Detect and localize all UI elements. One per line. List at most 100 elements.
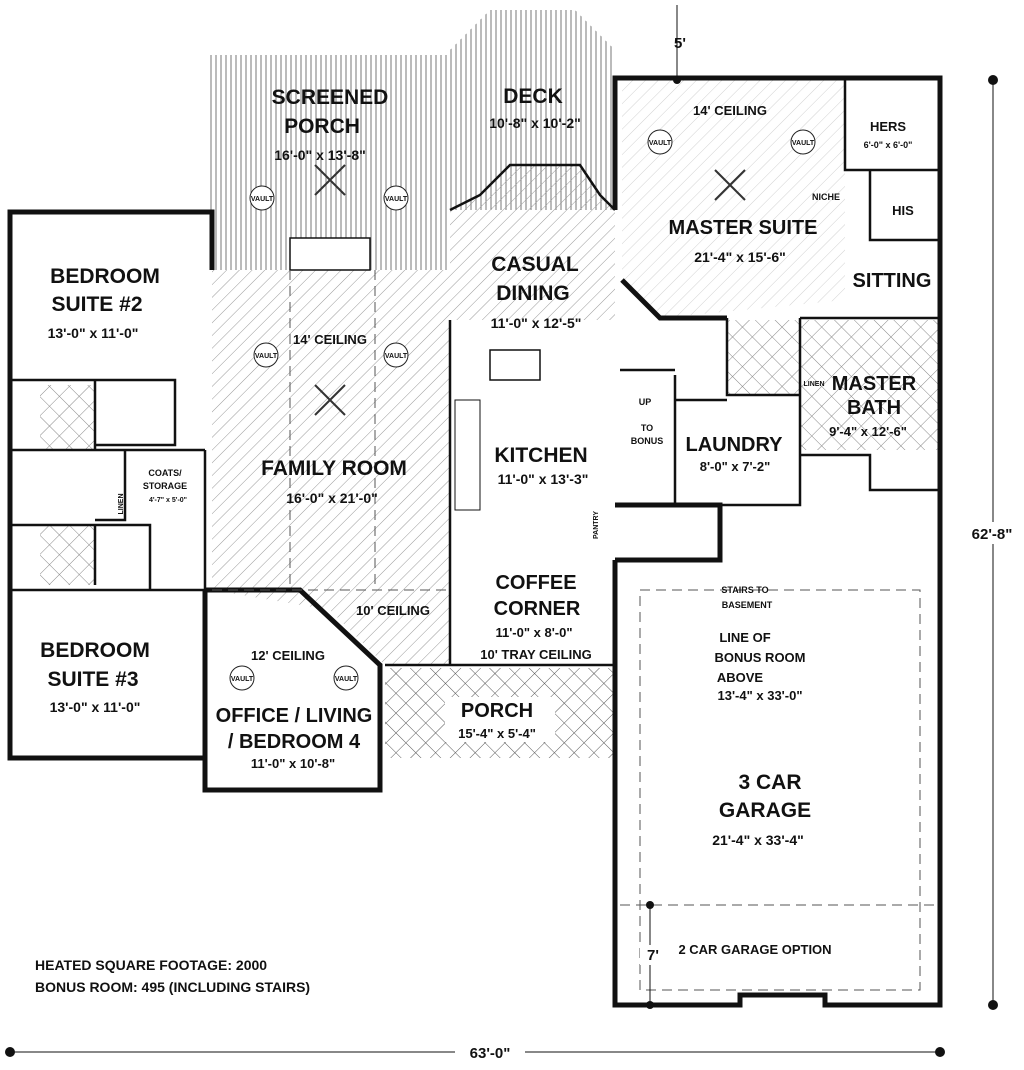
- bedroom3-size: 13'-0" x 11'-0": [50, 699, 141, 715]
- vault-label: VAULT: [251, 196, 274, 203]
- bedroom2-title: BEDROOM: [50, 265, 160, 288]
- master-bath-tiles: [800, 320, 940, 450]
- kitchen-title: KITCHEN: [494, 444, 587, 467]
- vault-label: VAULT: [231, 676, 254, 683]
- deck-floor: [450, 10, 615, 210]
- exterior-wall-master: [612, 75, 943, 455]
- exterior-wall-left-wing: [7, 209, 215, 761]
- laundry-title: LAUNDRY: [685, 434, 783, 456]
- dimension-bottom-label: 63'-0": [470, 1045, 511, 1062]
- office-size: 11'-0" x 10'-8": [251, 756, 335, 771]
- kitchen-island: [489, 349, 541, 381]
- bath-tiles-2: [40, 385, 95, 450]
- family-room-floor: [212, 165, 615, 665]
- family-room-title: FAMILY ROOM: [261, 457, 407, 480]
- master-suite-size: 21'-4" x 15'-6": [694, 249, 786, 265]
- bath-tiles-3: [40, 525, 95, 585]
- office-title-2: / BEDROOM 4: [228, 731, 361, 753]
- vault-icon: VAULT: [647, 129, 673, 155]
- bedroom2-title-2: SUITE #2: [51, 293, 142, 316]
- niche-label: NICHE: [812, 192, 840, 202]
- exterior-wall-garage: [612, 455, 943, 1008]
- garage-size: 21'-4" x 33'-4": [712, 832, 804, 848]
- ceiling-fan-icon: [314, 384, 346, 416]
- family-ceiling-2: 10' CEILING: [356, 603, 430, 618]
- master-angle-wall: [620, 278, 727, 321]
- bonus-label: BONUS: [631, 436, 664, 446]
- hers-title: HERS: [870, 119, 906, 134]
- laundry-tiles: [727, 320, 800, 395]
- coats-size: 4'-7" x 5'-0": [149, 497, 187, 504]
- coffee-corner-size: 11'-0" x 8'-0": [495, 625, 572, 640]
- bedroom3-title-2: SUITE #3: [47, 668, 138, 691]
- ceiling-fan-icon: [314, 164, 346, 196]
- dimension-right: 62'-8": [960, 75, 1024, 1010]
- master-bath-title: MASTER: [832, 373, 917, 395]
- vault-icon: VAULT: [229, 665, 255, 691]
- bonus-line-size: 13'-4" x 33'-0": [717, 688, 802, 703]
- vault-label: VAULT: [385, 353, 408, 360]
- screened-porch-title: SCREENED: [272, 86, 389, 109]
- porch-size: 15'-4" x 5'-4": [458, 726, 536, 741]
- casual-dining-title-2: DINING: [496, 282, 570, 305]
- vault-icon: VAULT: [383, 185, 409, 211]
- deck-title: DECK: [503, 85, 563, 108]
- dimension-right-label: 62'-8": [972, 526, 1013, 543]
- bonus-line-3: ABOVE: [717, 670, 764, 685]
- master-suite-title: MASTER SUITE: [669, 217, 818, 239]
- vault-icon: VAULT: [333, 665, 359, 691]
- office-ceiling: 12' CEILING: [251, 648, 325, 663]
- office-title: OFFICE / LIVING: [216, 705, 373, 727]
- vault-icon: VAULT: [253, 342, 279, 368]
- stairs-basement-1: STAIRS TO: [721, 585, 768, 595]
- deck-size: 10'-8" x 10'-2": [489, 115, 581, 131]
- bedroom3-title: BEDROOM: [40, 639, 150, 662]
- dimension-bottom: 63'-0": [5, 1042, 945, 1064]
- heated-footage-note: HEATED SQUARE FOOTAGE: 2000: [35, 957, 267, 973]
- screened-porch-title-2: PORCH: [284, 115, 360, 138]
- garage-title: 3 CAR: [738, 771, 801, 794]
- dimension-garage-option-label: 7': [647, 947, 659, 964]
- bonus-line-1: LINE OF: [719, 630, 770, 645]
- master-bath-size: 9'-4" x 12'-6": [829, 424, 907, 439]
- bonus-line-2: BONUS ROOM: [715, 650, 806, 665]
- pantry-label: PANTRY: [593, 511, 600, 539]
- vault-label: VAULT: [385, 196, 408, 203]
- sitting-title: SITTING: [853, 270, 932, 292]
- coffee-corner-title: COFFEE: [495, 572, 576, 594]
- coats-title: COATS/: [148, 468, 182, 478]
- vault-label: VAULT: [792, 140, 815, 147]
- dimension-top: 5': [673, 5, 686, 84]
- vault-icon: VAULT: [249, 185, 275, 211]
- vault-icon: VAULT: [790, 129, 816, 155]
- garage-option-label: 2 CAR GARAGE OPTION: [678, 942, 831, 957]
- dimension-top-label: 5': [674, 35, 686, 52]
- screened-porch-floor: [210, 55, 450, 270]
- to-label: TO: [641, 423, 653, 433]
- casual-dining-size: 11'-0" x 12'-5": [491, 315, 582, 331]
- bonus-room-note: BONUS ROOM: 495 (INCLUDING STAIRS): [35, 979, 310, 995]
- interior-walls: [12, 80, 940, 667]
- ceiling-fan-icon: [714, 169, 746, 201]
- casual-dining-title: CASUAL: [491, 253, 579, 276]
- master-bath-title-2: BATH: [847, 397, 901, 419]
- family-ceiling: 14' CEILING: [293, 332, 367, 347]
- vault-label: VAULT: [335, 676, 358, 683]
- laundry-size: 8'-0" x 7'-2": [700, 459, 771, 474]
- vault-icon: VAULT: [383, 342, 409, 368]
- kitchen-counter: [454, 399, 481, 511]
- deck-rail-wall: [449, 163, 616, 212]
- coffee-corner-title-2: CORNER: [494, 598, 581, 620]
- garage-title-2: GARAGE: [719, 799, 811, 822]
- his-title: HIS: [892, 203, 914, 218]
- master-ceiling: 14' CEILING: [693, 103, 767, 118]
- vault-label: VAULT: [255, 353, 278, 360]
- porch-title: PORCH: [461, 700, 533, 722]
- porch-label-bg: [445, 697, 555, 742]
- linen-label-2: LINEN: [804, 381, 825, 388]
- screened-porch-size: 16'-0" x 13'-8": [274, 147, 366, 163]
- master-suite-floor: [622, 80, 845, 318]
- kitchen-size: 11'-0" x 13'-3": [498, 471, 589, 487]
- garage-inner-line: [639, 589, 921, 991]
